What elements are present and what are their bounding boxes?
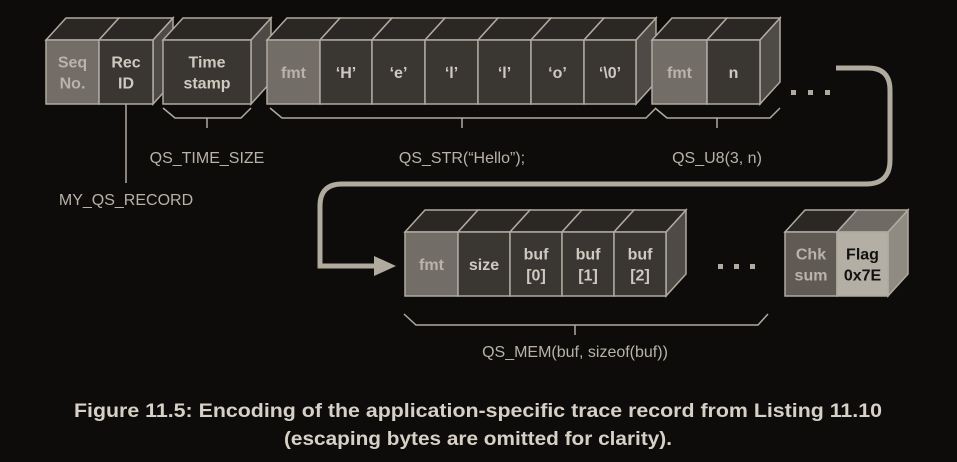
cell-group: Chk sum Flag 0x7E bbox=[783, 208, 910, 298]
cell-label: Seq bbox=[58, 55, 87, 72]
cell-label: ‘e’ bbox=[390, 65, 408, 82]
cell-front-face bbox=[561, 231, 615, 297]
cell-label: buf bbox=[576, 247, 602, 264]
label-my-qs-record: MY_QS_RECORD bbox=[59, 192, 193, 209]
cell-label: Rec bbox=[111, 55, 140, 72]
cell-group: fmt size buf [0] buf [1] buf [2] bbox=[403, 208, 688, 298]
caption-line-2: (escaping bytes are omitted for clarity)… bbox=[284, 429, 672, 450]
ellipsis-row1 bbox=[791, 90, 830, 95]
brace-str bbox=[269, 107, 657, 128]
ellipsis-row2 bbox=[718, 264, 755, 269]
cell-front-face bbox=[45, 39, 100, 105]
cell-front-face bbox=[583, 39, 637, 105]
cell-label: Flag bbox=[846, 247, 879, 264]
cell-group: fmt ‘H’ ‘e’ ‘l’ ‘l’ ‘o’ ‘\0’ bbox=[265, 16, 658, 106]
cell-label: ‘o’ bbox=[548, 65, 567, 82]
cell-front-face bbox=[424, 39, 479, 105]
cell-top-face bbox=[161, 17, 273, 41]
cell-label: fmt bbox=[667, 65, 693, 82]
label-qs-u8: QS_U8(3, n) bbox=[672, 150, 762, 167]
cell-label: ID bbox=[118, 76, 134, 93]
cell-label: buf bbox=[524, 247, 550, 264]
cell-label: fmt bbox=[419, 257, 445, 274]
arrow-head-icon bbox=[374, 256, 396, 276]
cell-label: Chk bbox=[796, 247, 826, 264]
cell-label: Time bbox=[188, 55, 225, 72]
cell-front-face bbox=[319, 39, 373, 105]
cell-front-face bbox=[162, 39, 252, 105]
cell-front-face bbox=[404, 231, 459, 297]
cell-front-face bbox=[509, 231, 563, 297]
continuation-arrow bbox=[317, 65, 893, 269]
cell-label: fmt bbox=[281, 65, 307, 82]
brace-time bbox=[162, 107, 252, 128]
cell-label: ‘\0’ bbox=[599, 65, 621, 82]
cell-label: ‘l’ bbox=[445, 65, 458, 82]
cell-label: ‘H’ bbox=[336, 65, 356, 82]
cell-label: [2] bbox=[630, 268, 650, 285]
cell-front-face bbox=[836, 231, 889, 297]
label-qs-str: QS_STR(“Hello”); bbox=[399, 150, 525, 167]
cell-label: size bbox=[469, 257, 499, 274]
label-time-size: QS_TIME_SIZE bbox=[150, 150, 265, 167]
cell-front-face bbox=[98, 39, 154, 105]
cell-front-face bbox=[266, 39, 321, 105]
cell-label: ‘l’ bbox=[498, 65, 511, 82]
caption-line-1: Figure 11.5: Encoding of the application… bbox=[74, 401, 882, 422]
cell-front-face bbox=[613, 231, 667, 297]
cell-group: Time stamp bbox=[161, 16, 273, 106]
cell-front-face bbox=[784, 231, 838, 297]
label-qs-mem: QS_MEM(buf, sizeof(buf)) bbox=[482, 344, 668, 361]
cell-label: stamp bbox=[183, 76, 230, 93]
cell-label: [0] bbox=[526, 268, 546, 285]
cell-label: No. bbox=[60, 76, 86, 93]
cell-label: n bbox=[729, 65, 739, 82]
cell-group: fmt n bbox=[650, 16, 782, 106]
cell-front-face bbox=[530, 39, 585, 105]
cell-label: [1] bbox=[578, 268, 598, 285]
cell-label: 0x7E bbox=[844, 268, 882, 285]
cell-label: sum bbox=[795, 268, 828, 285]
brace-u8 bbox=[654, 107, 781, 128]
brace-mem bbox=[403, 313, 769, 335]
cell-label: buf bbox=[628, 247, 654, 264]
cell-front-face bbox=[706, 39, 761, 105]
